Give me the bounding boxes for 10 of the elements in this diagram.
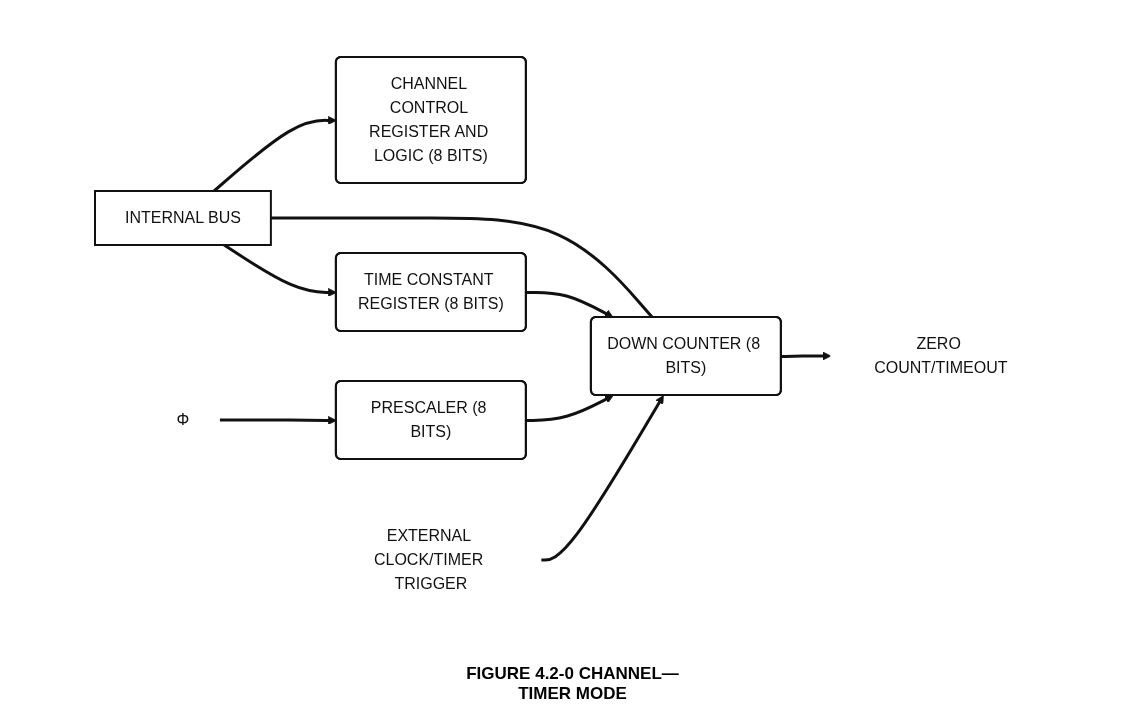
arrow — [525, 395, 614, 422]
node-text: EXTERNAL CLOCK/TIMER TRIGGER — [373, 527, 483, 592]
node-text: Φ — [176, 411, 189, 428]
connector — [270, 216, 654, 319]
arrow — [540, 395, 664, 562]
node-text: ZERO COUNT/TIMEOUT — [873, 335, 1008, 376]
arrow — [780, 351, 831, 361]
node-box: INTERNAL BUS — [93, 190, 272, 246]
figure-caption: FIGURE 4.2-0 CHANNEL—TIMER MODE — [465, 664, 680, 704]
arrow — [525, 290, 614, 318]
